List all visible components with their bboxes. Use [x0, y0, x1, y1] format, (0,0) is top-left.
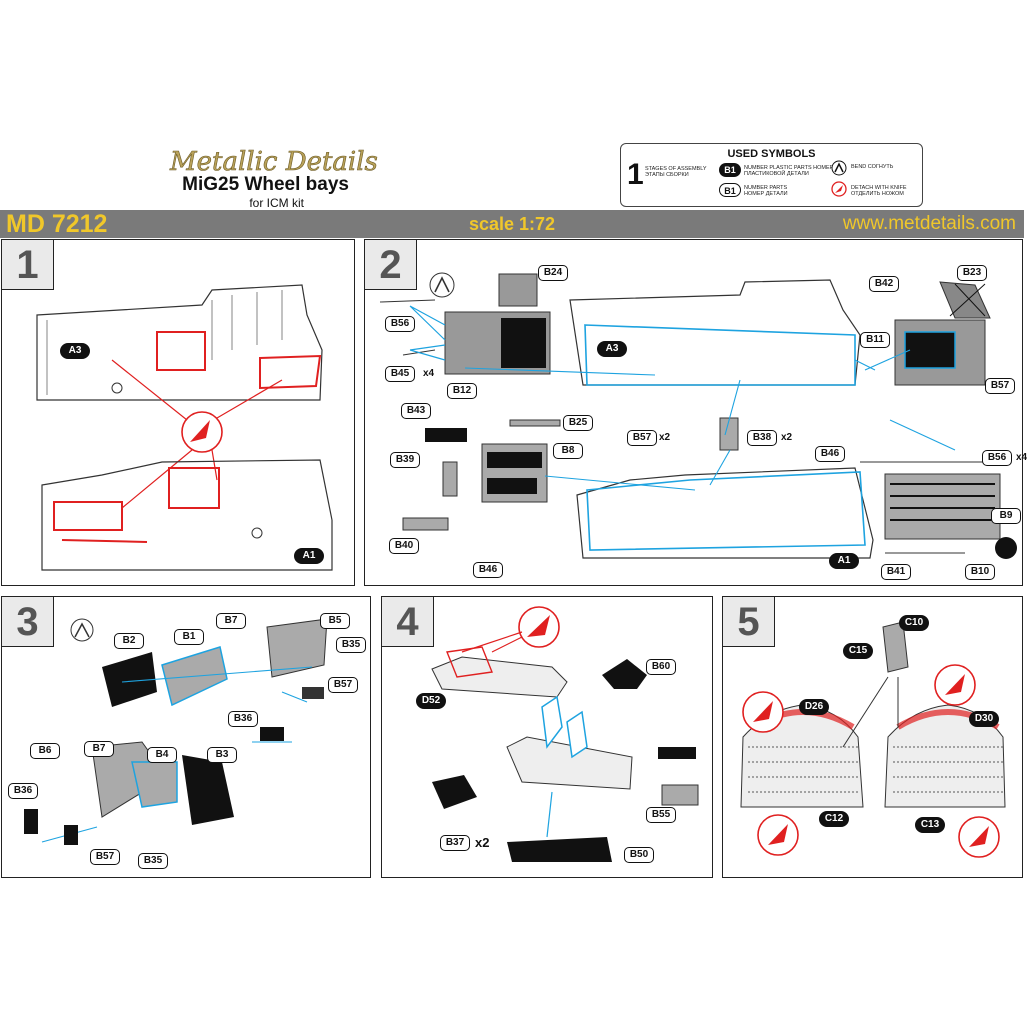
part-label: A3: [60, 343, 90, 359]
part-label: B2: [114, 633, 144, 649]
multiplier: x2: [475, 835, 490, 850]
part-label: B23: [957, 265, 987, 281]
step-3-panel: 3 B2 B1 B7 B5 B35 B57 B36 B6 B7 B4 B3 B3…: [1, 596, 371, 878]
part-label: B57: [627, 430, 657, 446]
multiplier: x2: [659, 432, 671, 443]
step-4-drawing: [431, 606, 699, 862]
part-label: B57: [328, 677, 358, 693]
part-label: D30: [969, 711, 999, 727]
part-label: B41: [881, 564, 911, 580]
legend-detach-text: DETACH WITH KNIFE ОТДЕЛИТЬ НОЖОМ: [851, 185, 907, 197]
part-label: C10: [899, 615, 929, 631]
step-5-panel: 5 C10 C15 D26 D30 C12 C13: [722, 596, 1023, 878]
part-label: B7: [216, 613, 246, 629]
part-label: B10: [965, 564, 995, 580]
used-symbols-legend: USED SYMBOLS 1 STAGES OF ASSEMBLY ЭТАПЫ …: [620, 143, 923, 207]
legend-stage-number: 1: [627, 158, 644, 191]
step-2-panel: 2 B56 B45 x4 B12 B24 B43 B39 B40: [364, 239, 1027, 586]
part-label: B55: [646, 807, 676, 823]
part-label: B56: [385, 316, 415, 332]
step-number: 1: [2, 240, 54, 290]
legend-stage-text: STAGES OF ASSEMBLY ЭТАПЫ СБОРКИ: [645, 166, 707, 178]
part-label: B46: [473, 562, 503, 578]
part-label: B9: [991, 508, 1021, 524]
multiplier: x4: [1016, 452, 1027, 463]
part-label: B3: [207, 747, 237, 763]
product-title: MiG25 Wheel bays: [182, 174, 349, 195]
scale-label: scale 1:72: [468, 214, 556, 234]
step-number: 4: [382, 597, 434, 647]
legend-bend-text: BEND СОГНУТЬ: [851, 164, 894, 170]
brand-name: Metallic Details: [169, 147, 378, 177]
part-label: B43: [401, 403, 431, 419]
legend-plastic-text: NUMBER PLASTIC PARTS НОМЕР ПЛАСТИКОВОЙ Д…: [744, 165, 834, 177]
step-5-drawing: [740, 621, 1006, 858]
part-label: B39: [390, 452, 420, 468]
part-label: B37: [440, 835, 470, 851]
part-label: B42: [869, 276, 899, 292]
part-label: B57: [90, 849, 120, 865]
step-number: 3: [2, 597, 54, 647]
knife-icon: [831, 181, 847, 197]
part-label: B56: [982, 450, 1012, 466]
website-url: www.metdetails.com: [842, 213, 1016, 234]
part-label: B1: [174, 629, 204, 645]
part-label: B40: [389, 538, 419, 554]
part-label: B36: [228, 711, 258, 727]
legend-parts-pill: B1: [719, 183, 741, 197]
legend-parts-text: NUMBER PARTS НОМЕР ДЕТАЛИ: [744, 185, 788, 197]
part-label: B36: [8, 783, 38, 799]
part-label: B60: [646, 659, 676, 675]
multiplier: x4: [423, 368, 435, 379]
step-3-drawing: [24, 618, 328, 845]
part-label: B4: [147, 747, 177, 763]
part-label: B35: [336, 637, 366, 653]
step-2-drawing: [379, 272, 1017, 559]
part-label: A3: [597, 341, 627, 357]
part-label: D52: [416, 693, 446, 709]
legend-heading: USED SYMBOLS: [727, 148, 816, 160]
part-label: B50: [624, 847, 654, 863]
part-label: B8: [553, 443, 583, 459]
part-label: B12: [447, 383, 477, 399]
part-label: A1: [294, 548, 324, 564]
part-label: B7: [84, 741, 114, 757]
title-bar: MD 7212 scale 1:72 www.metdetails.com: [0, 210, 1024, 238]
part-label: B45: [385, 366, 415, 382]
brand-logo: Metallic Details: [169, 147, 378, 178]
part-label: C12: [819, 811, 849, 827]
part-label: D26: [799, 699, 829, 715]
part-label: A1: [829, 553, 859, 569]
part-label: B5: [320, 613, 350, 629]
part-label: B25: [563, 415, 593, 431]
bend-icon: [831, 160, 847, 176]
part-label: B38: [747, 430, 777, 446]
step-number: 2: [365, 240, 417, 290]
part-label: B46: [815, 446, 845, 462]
part-label: B57: [985, 378, 1015, 394]
part-label: B24: [538, 265, 568, 281]
step-number: 5: [723, 597, 775, 647]
part-label: C15: [843, 643, 873, 659]
part-label: B6: [30, 743, 60, 759]
legend-plastic-pill: B1: [719, 163, 741, 177]
product-code: MD 7212: [6, 210, 108, 238]
product-subtitle: for ICM kit: [249, 196, 304, 210]
step-4-panel: 4 D52 B60 B55 B37 x2 B50: [381, 596, 713, 878]
step-1-drawing: [36, 284, 333, 571]
part-label: C13: [915, 817, 945, 833]
part-label: B11: [860, 332, 890, 348]
step-1-panel: 1 A3 A1: [1, 239, 355, 586]
multiplier: x2: [781, 432, 793, 443]
part-label: B35: [138, 853, 168, 869]
